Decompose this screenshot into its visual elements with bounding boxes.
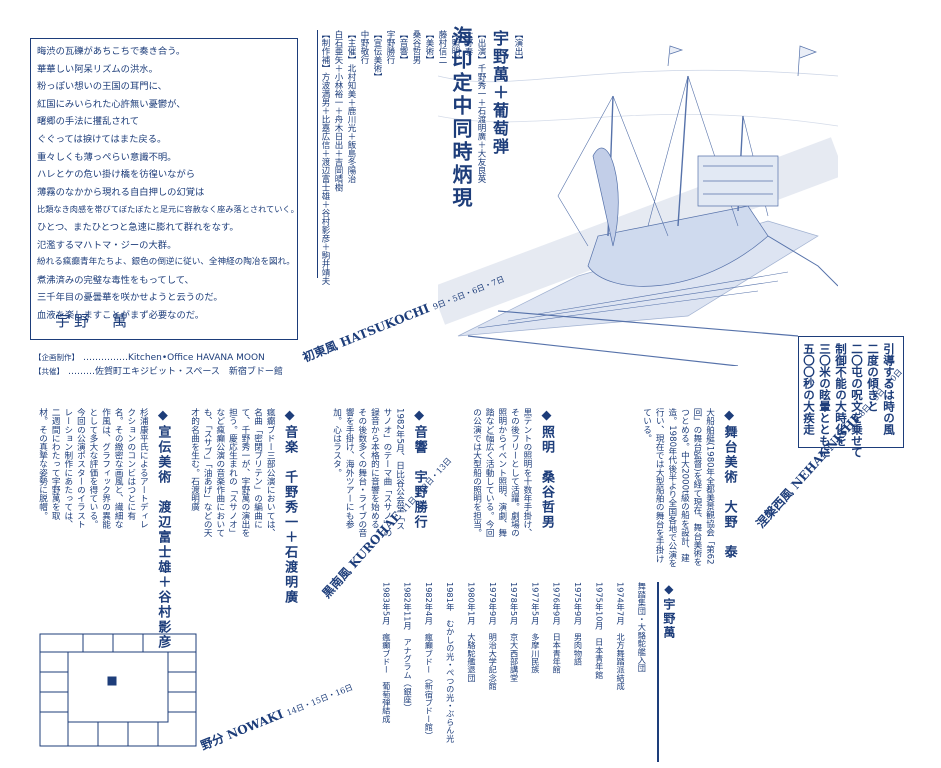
section-body: 1982年5月、日比谷公会堂「スサノオ」のテーマ曲「スサノ」の録音から本格的に音… <box>331 408 405 537</box>
poem-line: 重々しくも薄っぺらい意識不明。 <box>37 151 177 163</box>
poem-line: 三千年目の憂曇華を咲かせようと云うのだ。 <box>37 292 223 304</box>
quote-line: 二度の傾きと <box>866 343 880 412</box>
poem-line: 紅国にみいられた心許無い憂鬱が、 <box>37 98 186 110</box>
chronology-entry: 舞踏集団・大駱駝艦入団 <box>636 582 647 673</box>
chronology-entry: 1978年5月 京大西部講堂 <box>509 582 520 682</box>
poem-signature: 宇野 萬 <box>55 312 132 330</box>
chronology-entry: 1983年5月 瘋癲ブドー 葡萄弾結成 <box>381 582 392 723</box>
section-title: ◆宣伝美術 渡辺富士雄＋谷村影彦 <box>155 408 171 650</box>
chronology-entry: 1975年10月 日本青年館 <box>594 582 605 679</box>
poem-line: ひとつ、またひとつと急速に膨れて群れをなす。 <box>37 221 239 233</box>
poem-line: 薄霧のなかから現れる自白押しの幻覚は <box>37 186 205 198</box>
credits: 【企画制作】 ……………Kitchen•Office HAVANA MOON 【共… <box>34 351 283 379</box>
section-ongaku: ◆音楽 千野秀一＋石渡明廣 瘋癲ブドー三部公演においては、名曲「密閉ブリテン」の… <box>188 408 299 608</box>
chronology-entry: 1979年9月 明治大学記念館 <box>487 582 498 691</box>
section-title: ◆音楽 千野秀一＋石渡明廣 <box>282 408 298 605</box>
poem-line: 華華しい阿呆リズムの洪水。 <box>37 63 158 75</box>
poem-line: 氾濫するマハトマ・ジーの大群。 <box>37 239 177 251</box>
quote-line: 五〇〇秒の大疾走 <box>802 343 816 435</box>
poem-line: 晦渋の瓦礫があちこちで奏き合う。 <box>37 46 186 57</box>
poem-line: 粉っぽい想いの王国の耳門に、 <box>37 81 167 93</box>
quote-line: 二〇屯の呪文を乗せて <box>850 343 864 458</box>
staff-list: 【演出】 宇野萬＋葡萄弾 【出演】千野秀一＋石渡明廣＋大友良英 大野泰 【照明】… <box>318 30 524 285</box>
staff-col: 中野敬行 <box>359 30 369 64</box>
staff-col: 宇野萬＋葡萄弾 <box>490 30 509 156</box>
staff-col: 【主催】北村知美＋鹿川光＋飯島冬陽治 <box>346 30 356 183</box>
credit-label: 【企画制作】 <box>34 353 79 362</box>
quote-text: 引導するは時の風 二度の傾きと 二〇屯の呪文を乗せて 制御不能の大時化を 三〇米… <box>801 343 897 458</box>
staff-col: 【演出】 <box>513 30 523 64</box>
poem-line: 血液を楽しますことがまず必要なのだ。 <box>37 309 205 321</box>
section-title: ◆舞台美術 大野 泰 <box>721 408 737 560</box>
staff-box <box>317 30 445 278</box>
run-name: 野分 <box>198 730 227 753</box>
run-name: 初東風 <box>300 338 340 365</box>
ship-illustration <box>438 45 838 366</box>
run-name: 黒南風 <box>319 564 354 601</box>
chronology-entry: 1975年9月 男肉物語 <box>572 582 583 666</box>
section-body: 黒テントの照明を十数年手掛け、その後フリーとして活躍。劇場の照明からイベント照明… <box>471 408 532 537</box>
section-body: 瘋癲ブドー三部公演においては、名曲「密閉ブリテン」の編曲にて、千野秀一が、宇野萬… <box>189 408 276 537</box>
chronology-entry: 1974年7月 北方舞踏派結成 <box>615 582 626 691</box>
poem-line: 煮沸済みの完璧な毒性をもってして、 <box>37 274 194 286</box>
credit-row: 【共催】 ………佐賀町エキジビット・スペース 新宿ブドー館 <box>34 365 283 379</box>
staff-col: 【照明】 <box>450 30 460 64</box>
poem-line: ハレとケの危い掛け橋を彷徨いながら <box>37 169 196 181</box>
quote-line: 三〇米の眩暈とともに <box>818 343 832 458</box>
poem-line: 比類なき肉感を帯びてぼたぼたと足元に容赦なく座み落とされていく。 <box>37 204 299 215</box>
section-title: ◆音響 宇野勝行 <box>411 408 427 530</box>
staff-col: 【宣伝美術】 <box>372 30 382 81</box>
poem-line: 紛れる瘋癲青年たちよ、銀色の倒逆に従い、全神経の陶冶を図れ。 <box>37 257 295 268</box>
run-dates: 14日・15日・16日 <box>285 682 355 718</box>
staff-col: 白石亜矢＋小林裕一＋舟木日出＋吉岡晴樹 <box>333 30 343 192</box>
chronology-entry: 1977年5月 多摩川民族 <box>530 582 541 674</box>
staff-col: 【出演】千野秀一＋石渡明廣＋大友良英 <box>476 30 486 183</box>
staff-col: 【制作補】方波満男＋比嘉広信＋渡辺富士雄＋谷村影彦＋駒井靖夫 <box>320 30 330 285</box>
quote-line: 制御不能の大時化を <box>834 343 848 447</box>
run-name: 涅槃西風 <box>753 485 797 531</box>
floor-plan-illustration <box>39 633 197 747</box>
run-roman: HATSUKOCHI <box>338 301 432 350</box>
section-butai: ◆舞台美術 大野 泰 大船舶艇(1980年全都美景観協会「第62回」の舞台監督)… <box>640 408 739 578</box>
chronology-entry: 1982年11月 アナグラム（銀座） <box>402 582 413 712</box>
chronology-header: ◆宇野萬 <box>656 582 678 762</box>
staff-col: 桑谷哲男 <box>411 30 421 64</box>
section-onkyo: ◆音響 宇野勝行 1982年5月、日比谷公会堂「スサノオ」のテーマ曲「スサノ」の… <box>330 408 429 558</box>
chronology-entry: 1981年 むかしの光・ぺつの光・ぶらん光 <box>445 582 456 743</box>
run-roman: NOWAKI <box>224 707 286 743</box>
staff-col: 【美術】 <box>424 30 434 64</box>
chronology-entry: 1982年4月 瘋癲ブドー（新宿ブドー館） <box>423 582 434 740</box>
staff-col: 【音響】 <box>398 30 408 64</box>
section-title: ◆照明 桑谷哲男 <box>538 408 554 530</box>
credit-value: ………佐賀町エキジビット・スペース 新宿ブドー館 <box>68 367 283 377</box>
credit-value: ……………Kitchen•Office HAVANA MOON <box>83 353 265 363</box>
credit-label: 【共催】 <box>34 367 64 376</box>
chronology-entry: 1980年1月 大駱駝艦退団 <box>466 582 477 682</box>
section-body: 大船舶艇(1980年全都美景観協会「第62回」の舞台監督)を経て現在、舞台美術を… <box>641 408 715 568</box>
quote-box: 引導するは時の風 二度の傾きと 二〇屯の呪文を乗せて 制御不能の大時化を 三〇米… <box>798 336 904 458</box>
poem-line: 曙郷の手法に攫乱されて <box>37 116 139 128</box>
run-nowaki: 野分 NOWAKI 14日・15日・16日 <box>198 677 355 754</box>
page-title: 海印定中同時炳現 <box>449 26 473 210</box>
staff-col: 大野泰 <box>463 30 473 56</box>
chronology: ◆宇野萬 舞踏集団・大駱駝艦入団 1974年7月 北方舞踏派結成 1975年10… <box>380 582 678 762</box>
staff-col: 宇野勝行 <box>385 30 395 64</box>
quote-line: 引導するは時の風 <box>882 343 896 435</box>
staff-col: 藤村信二 <box>437 30 447 64</box>
poem-line: ぐぐっては捩けてはまた戻る。 <box>37 133 167 145</box>
section-shomei: ◆照明 桑谷哲男 黒テントの照明を十数年手掛け、その後フリーとして活躍。劇場の照… <box>470 408 556 558</box>
section-senden: ◆宣伝美術 渡辺富士雄＋谷村影彦 杉浦康平氏によるアートディレクションのコンビは… <box>36 408 172 650</box>
poem-box: 晦渋の瓦礫があちこちで奏き合う。 華華しい阿呆リズムの洪水。 粉っぽい想いの王国… <box>30 38 299 340</box>
section-body: 杉浦康平氏によるアートディレクションのコンビはつとに有名。その緻密な画風と、繊細… <box>37 408 149 529</box>
credit-row: 【企画制作】 ……………Kitchen•Office HAVANA MOON <box>34 351 283 365</box>
chronology-entry: 1976年9月 日本青年館 <box>551 582 562 674</box>
